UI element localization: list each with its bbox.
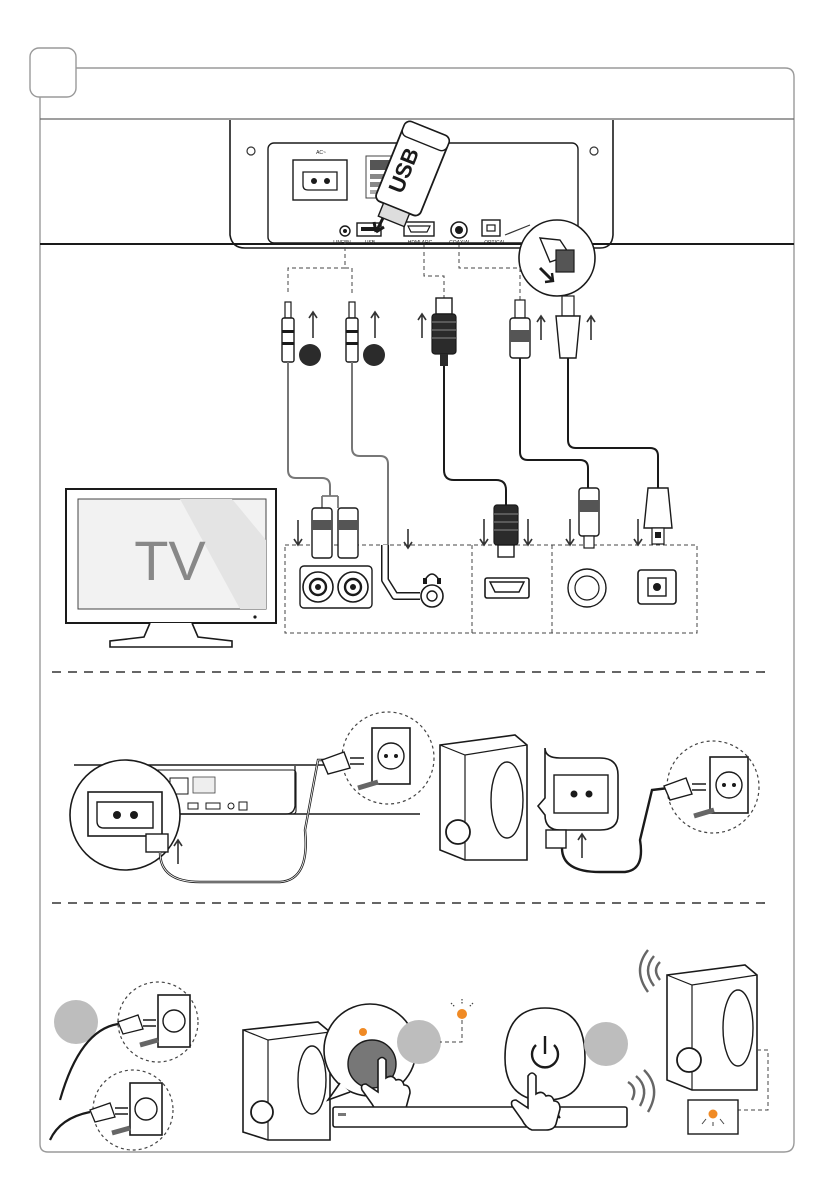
wall-socket-zoom-b [664, 741, 759, 833]
port-guides [288, 240, 520, 300]
subwoofer-left [243, 1022, 330, 1140]
optical-cap-bubble [505, 220, 595, 296]
hdmi-plug-tv [480, 505, 532, 598]
rca-jacks [300, 566, 372, 608]
port-label-line-in: LINE IN [333, 240, 351, 246]
wifi-icon-2 [640, 950, 660, 992]
port-hdmi-arc: HDMI ARC [404, 222, 434, 246]
ac-inlet: AC~ [293, 150, 347, 200]
port-label-hdmi-arc: HDMI ARC [408, 240, 433, 246]
jack-plug-left [282, 302, 321, 366]
headphone-jack [385, 529, 443, 607]
soundbar-front [333, 1107, 627, 1127]
ac-inlet-zoom [70, 760, 182, 870]
optical-plug-tv [634, 488, 676, 604]
wifi-icon [628, 1070, 654, 1112]
port-coaxial: COAXIAL [449, 222, 471, 246]
step-dot-b [363, 344, 385, 366]
svg-text:AC~: AC~ [316, 150, 326, 156]
step-dot-a [299, 344, 321, 366]
led-icon [359, 1028, 367, 1036]
pair-button-bubble [324, 1004, 441, 1114]
subwoofer-inlet-bubble [538, 748, 618, 858]
subwoofer-mid [440, 735, 527, 860]
rca-plugs [294, 508, 358, 558]
coaxial-plug-tv [566, 488, 606, 607]
port-label-optical: OPTICAL [484, 240, 506, 246]
optical-plug-top [556, 296, 595, 358]
jack-plug-right [346, 302, 385, 366]
wall-socket-zoom-a [322, 712, 434, 804]
tv-label: TV [134, 529, 206, 592]
led-blink [440, 999, 473, 1042]
port-line-in: LINE IN [333, 226, 351, 246]
hdmi-plug-top [418, 298, 456, 366]
coaxial-plug-top [510, 300, 545, 358]
step-badge [30, 48, 76, 97]
port-label-coaxial: COAXIAL [449, 240, 471, 246]
port-label-usb: USB [365, 240, 376, 246]
subwoofer-right [667, 965, 757, 1090]
tv: TV [66, 489, 276, 647]
headphone-icon [423, 574, 441, 584]
port-optical: OPTICAL [482, 220, 506, 246]
